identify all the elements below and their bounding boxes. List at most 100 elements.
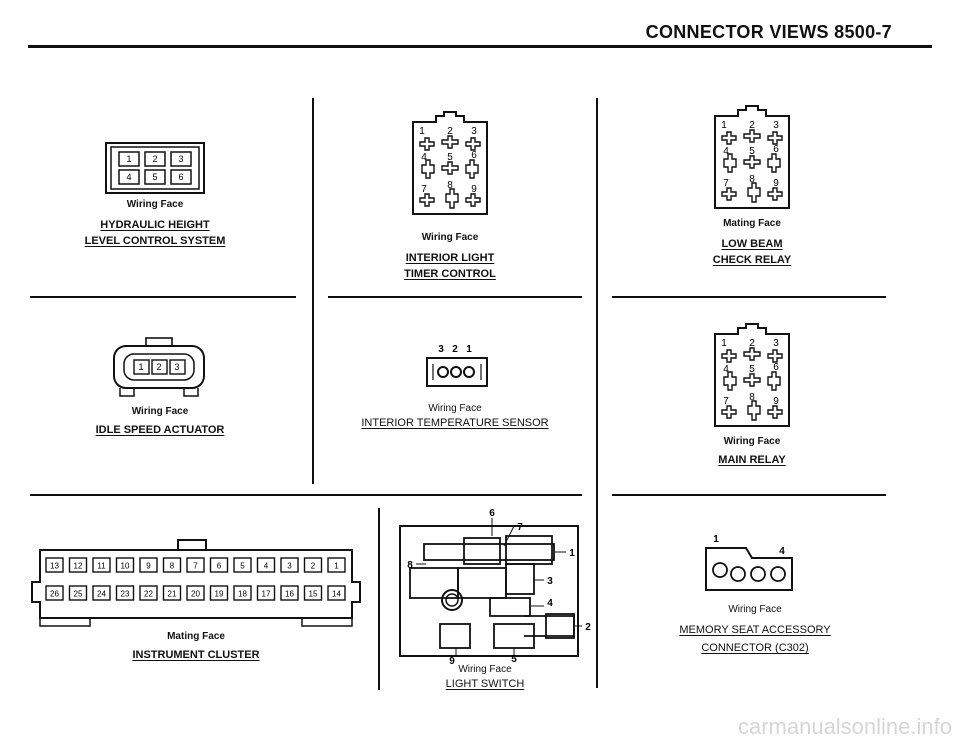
memory-seat-connector-diagram: 1 4: [705, 534, 793, 591]
connector-name: LEVEL CONTROL SYSTEM: [84, 235, 226, 247]
divider-horizontal-1: [30, 296, 296, 298]
connector-name: MEMORY SEAT ACCESSORY: [679, 624, 831, 636]
pin-cell: [209, 557, 229, 573]
pin-cell: [327, 557, 346, 573]
connector-name: CHECK RELAY: [712, 254, 792, 266]
pin-label: 6: [471, 150, 477, 161]
pin-label: 6: [773, 362, 779, 373]
interior-light-caption: Wiring Face INTERIOR LIGHT TIMER CONTROL: [355, 231, 545, 281]
page-title: CONNECTOR VIEWS 8500-7: [645, 22, 892, 42]
pin-label: 4: [723, 146, 729, 157]
temp-sensor-connector-diagram: 3 2 1: [426, 344, 488, 387]
pin-label: 2: [447, 126, 453, 137]
pin-cell: [68, 585, 88, 601]
pin-label: 3: [438, 344, 444, 355]
pin-label: 2: [452, 344, 458, 355]
pin-label: 2: [749, 338, 755, 349]
pin-cell: [303, 585, 323, 601]
connector-name: HYDRAULIC HEIGHT: [100, 219, 210, 231]
pin-label: 5: [749, 364, 755, 375]
pin-label: 4: [547, 598, 553, 609]
pin-label: 14: [332, 590, 341, 599]
pin-label: 7: [723, 396, 729, 407]
pin-label: 5: [511, 654, 517, 664]
pin-label: 8: [749, 174, 755, 185]
connector-name: LIGHT SWITCH: [445, 678, 525, 690]
pin-label: 7: [193, 562, 198, 571]
pin-label: 5: [152, 172, 157, 182]
pin-label: 2: [311, 562, 316, 571]
hydraulic-caption: Wiring Face HYDRAULIC HEIGHT LEVEL CONTR…: [60, 198, 250, 248]
pin-label: 20: [191, 590, 200, 599]
pin-label: 18: [238, 590, 247, 599]
pin-cell: [233, 585, 252, 601]
page-header: CONNECTOR VIEWS 8500-7: [0, 0, 960, 50]
pin-cell: [139, 585, 158, 601]
pin-label: 4: [264, 562, 269, 571]
divider-horizontal-5: [612, 494, 886, 496]
pin-label: 9: [449, 656, 455, 664]
pin-cell: [115, 585, 135, 601]
pin-cell: [280, 585, 299, 601]
low-beam-caption: Mating Face LOW BEAM CHECK RELAY: [657, 217, 847, 267]
pin-cell: [233, 557, 252, 573]
pin-cell: [327, 585, 346, 601]
pin-cell: [303, 557, 323, 573]
pin-label: 9: [773, 178, 779, 189]
divider-vertical-2: [596, 98, 598, 688]
face-label: Wiring Face: [428, 403, 482, 414]
pin-label: 24: [97, 590, 106, 599]
divider-horizontal-3: [612, 296, 886, 298]
pin-label: 4: [126, 172, 131, 182]
pin-label: 8: [170, 562, 175, 571]
pin-cell: [280, 557, 299, 573]
interior-light-connector-diagram: 1 2 3 4 5 6 7 8 9: [412, 111, 488, 215]
light-switch-connector-diagram: 6 7 1 8 3 4 2 9 5: [399, 508, 591, 664]
face-label: Wiring Face: [126, 199, 184, 210]
header-rule: [28, 45, 932, 48]
pin-label: 7: [517, 522, 523, 533]
pin-label: 17: [262, 590, 271, 599]
divider-vertical-1: [312, 98, 314, 484]
pin-label: 2: [585, 622, 591, 633]
pin-label: 26: [50, 590, 59, 599]
pin-label: 1: [126, 154, 131, 164]
pin-label: 3: [547, 576, 553, 587]
connector-name: INTERIOR LIGHT: [405, 252, 495, 264]
face-label: Wiring Face: [131, 406, 189, 417]
pin-label: 6: [217, 562, 222, 571]
pin-label: 1: [334, 562, 339, 571]
instrument-cluster-caption: Mating Face INSTRUMENT CLUSTER: [96, 630, 296, 662]
pin-label: 2: [156, 362, 161, 372]
hydraulic-connector-diagram: 1 2 3 4 5 6: [105, 142, 205, 194]
pin-cell: [162, 585, 182, 601]
pin-cell: [45, 557, 64, 573]
face-label: Wiring Face: [421, 232, 479, 243]
pin-label: 22: [144, 590, 153, 599]
pin-label: 1: [138, 362, 143, 372]
pin-label: 15: [309, 590, 318, 599]
pin-label: 16: [285, 590, 294, 599]
pin-label: 5: [749, 146, 755, 157]
pin-label: 4: [421, 152, 427, 163]
temp-sensor-caption: Wiring Face INTERIOR TEMPERATURE SENSOR: [340, 402, 570, 430]
pin-cell: [209, 585, 229, 601]
pin-cell: [186, 557, 205, 573]
memory-seat-caption: Wiring Face MEMORY SEAT ACCESSORY CONNEC…: [660, 603, 850, 655]
pin-label: 3: [287, 562, 292, 571]
pin-cell: [256, 585, 276, 601]
pin-label: 9: [146, 562, 151, 571]
pin-label: 5: [447, 152, 453, 163]
pin-cell: [92, 585, 111, 601]
idle-speed-caption: Wiring Face IDLE SPEED ACTUATOR: [60, 405, 260, 437]
connector-name: MAIN RELAY: [718, 454, 786, 466]
pin-label: 13: [50, 562, 59, 571]
connector-name: TIMER CONTROL: [404, 268, 496, 280]
pin-cell: [68, 557, 88, 573]
pin-label: 3: [471, 126, 477, 137]
pin-label: 10: [121, 562, 130, 571]
pin-label: 23: [121, 590, 130, 599]
pin-label: 12: [74, 562, 83, 571]
